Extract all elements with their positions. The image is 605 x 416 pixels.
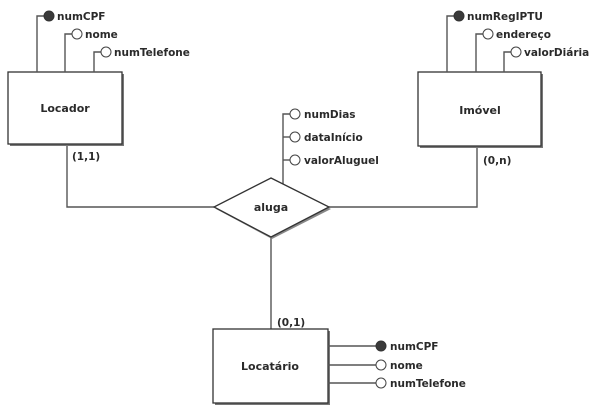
connector-locador-aluga [66, 145, 214, 208]
entity-locador-label: Locador [40, 102, 90, 115]
attr-locador-numtelefone: numTelefone [114, 47, 190, 59]
connector-imovel-aluga [329, 147, 478, 208]
attr-locatario-numtelefone: numTelefone [390, 378, 466, 390]
attr-line [503, 51, 511, 72]
key-attribute-icon [453, 10, 465, 22]
relationship-aluga-attributes: numDias dataInício valorAluguel [282, 108, 379, 190]
attribute-icon [289, 108, 301, 120]
cardinality-locador: (1,1) [72, 151, 100, 163]
attribute-icon [289, 154, 301, 166]
attribute-icon [375, 359, 387, 371]
entity-locador[interactable]: Locador [7, 71, 124, 146]
entity-locatario[interactable]: Locatário [212, 328, 330, 405]
attr-aluga-datainicio: dataInício [304, 132, 363, 144]
key-attribute-icon [375, 340, 387, 352]
relationship-aluga-label: aluga [254, 201, 288, 214]
attr-line [64, 33, 72, 72]
attr-imovel-valordiaria: valorDiária [524, 47, 589, 59]
entity-imovel-label: Imóvel [459, 104, 501, 117]
attr-aluga-numdias: numDias [304, 109, 356, 121]
attribute-icon [482, 28, 494, 40]
attr-locatario-nome: nome [390, 360, 423, 372]
attr-aluga-valoraluguel: valorAluguel [304, 155, 379, 167]
attr-imovel-endereco: endereço [496, 29, 551, 41]
attr-locador-nome: nome [85, 29, 118, 41]
attr-line [475, 33, 483, 72]
imovel-attributes: numRegIPTU endereço valorDiária [446, 10, 589, 72]
entity-locatario-label: Locatário [241, 360, 299, 373]
attribute-icon [289, 131, 301, 143]
attribute-icon [100, 46, 112, 58]
cardinality-locatario: (0,1) [277, 317, 305, 329]
attribute-icon [510, 46, 522, 58]
attribute-icon [375, 377, 387, 389]
attr-locador-numcpf: numCPF [57, 11, 105, 23]
locador-attributes: numCPF nome numTelefone [36, 10, 190, 72]
attr-line [36, 15, 44, 72]
relationship-aluga[interactable]: aluga [212, 177, 331, 239]
attr-line [282, 113, 290, 190]
entity-imovel[interactable]: Imóvel [417, 71, 543, 148]
key-attribute-icon [43, 10, 55, 22]
attr-imovel-numregiptu: numRegIPTU [467, 11, 543, 23]
attr-line [93, 51, 101, 72]
attr-locatario-numcpf: numCPF [390, 341, 438, 353]
attribute-icon [71, 28, 83, 40]
attr-line [446, 15, 454, 72]
cardinality-imovel: (0,n) [483, 155, 511, 167]
locatario-attributes: numCPF nome numTelefone [328, 340, 466, 390]
